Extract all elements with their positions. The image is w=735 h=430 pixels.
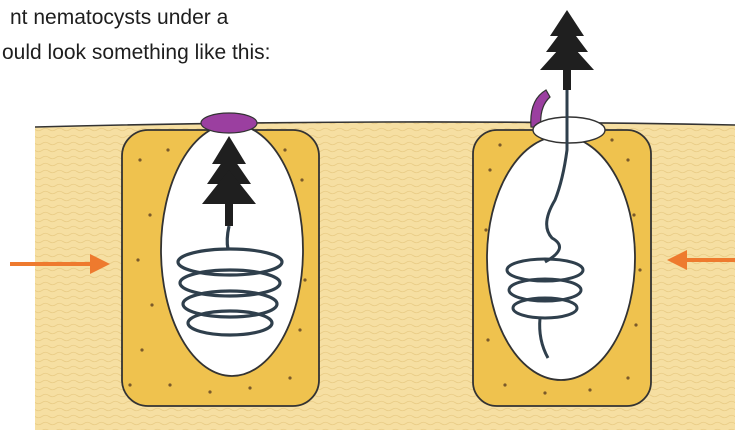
capsule-body-right — [487, 136, 635, 380]
nematocyst-discharged-icon — [473, 10, 651, 406]
harpoon-icon — [540, 10, 594, 90]
operculum-icon — [201, 113, 257, 133]
capsule-opening — [533, 117, 605, 143]
nematocyst-undischarged-icon — [122, 113, 319, 406]
